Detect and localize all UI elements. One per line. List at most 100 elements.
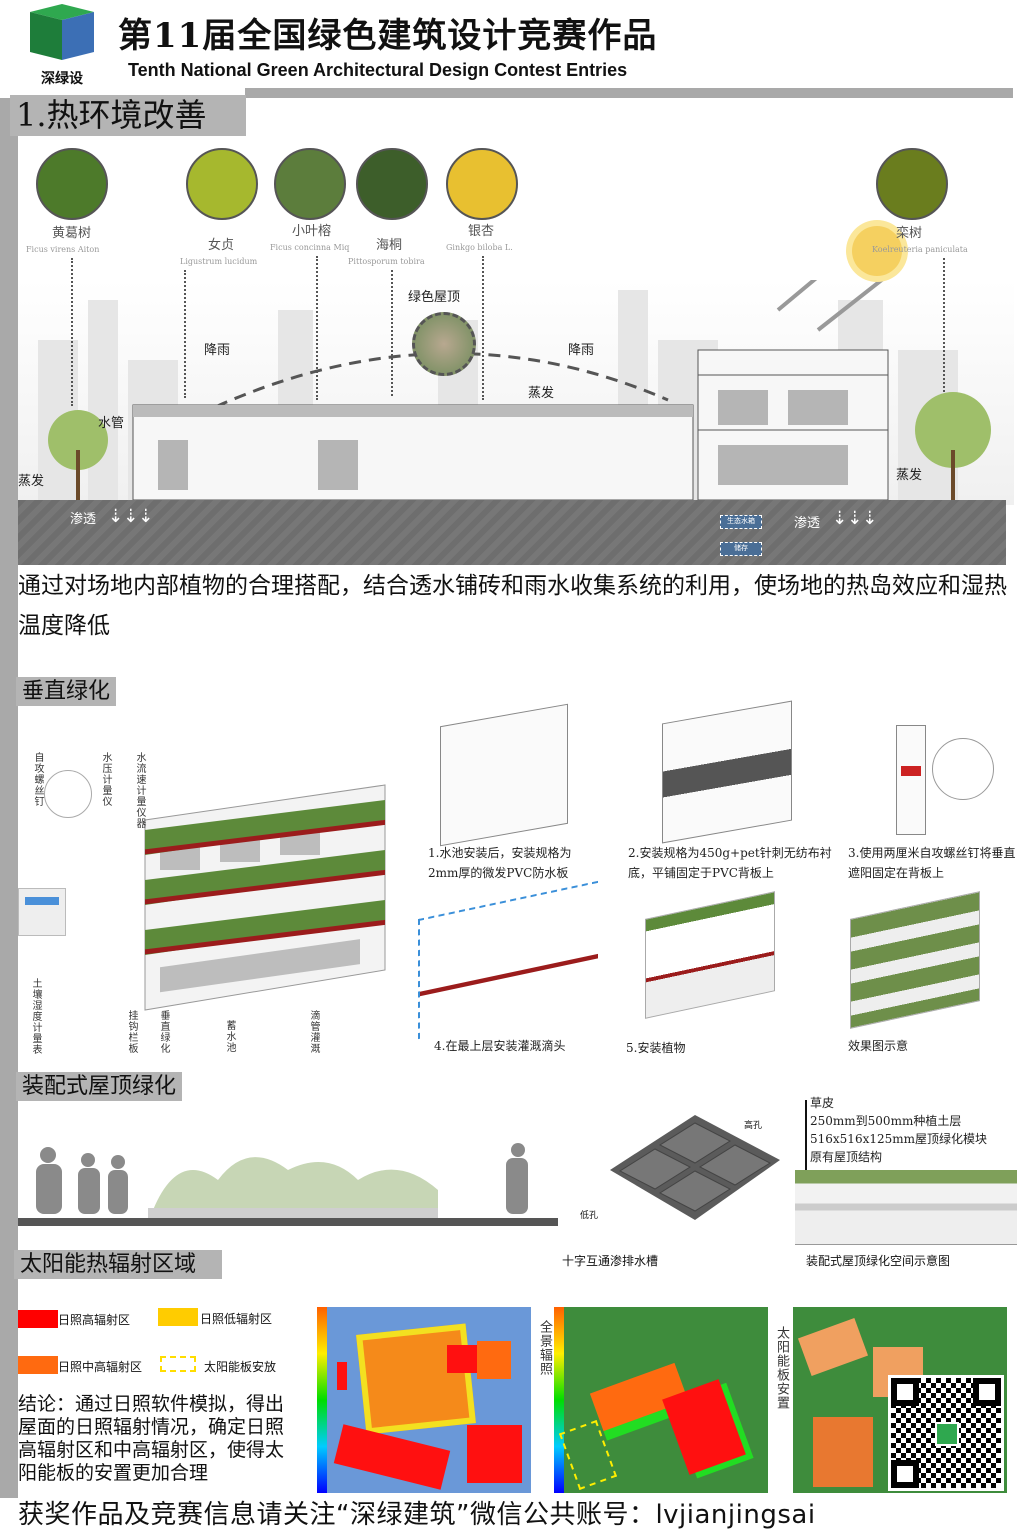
label-rain-right: 降雨 (568, 343, 595, 358)
label-water-tank: 蓄水池 (224, 1020, 235, 1053)
layer-label: 516x516x125mm屋顶绿化模块 (810, 1132, 988, 1146)
step-4-caption: 4.在最上层安装灌溉滴头 (434, 1039, 566, 1053)
tank-box: 生态水箱 (720, 515, 762, 529)
label-water-pipe: 水管 (98, 416, 125, 431)
tree-photo (274, 148, 346, 220)
label-hook-panel: 挂钩栏板 (126, 1010, 137, 1054)
tree-name: 女贞 (208, 238, 235, 253)
tree-pointer (943, 258, 945, 392)
legend-label-panel: 太阳能板安放 (204, 1360, 277, 1374)
label-infiltration-right: 渗透 (794, 516, 821, 531)
screw-detail-circle (44, 770, 92, 818)
step3-diagram (896, 725, 926, 835)
layer-label: 原有屋顶结构 (810, 1150, 883, 1164)
footer-notice: 获奖作品及竞赛信息请关注“深绿建筑”微信公共账号：lvjianjingsai (18, 1500, 816, 1530)
people-silhouettes (18, 1143, 558, 1226)
tree-photo (186, 148, 258, 220)
roof-people-plants (18, 1140, 558, 1230)
legend-swatch-high (18, 1310, 58, 1328)
vertical-facade-diagram (140, 770, 390, 1030)
logo-text: 深绿设 (41, 71, 83, 87)
section-title-solar: 太阳能热辐射区域 (14, 1250, 222, 1280)
tree-photo (876, 148, 948, 220)
step-5-caption: 5.安装植物 (626, 1041, 686, 1055)
infiltration-arrows-icon: ⇣⇣⇣ (108, 506, 154, 527)
logo: 深绿设 (22, 4, 102, 87)
map-label-panorama: 全景辐照 (537, 1320, 552, 1376)
thermal-description: 通过对场地内部植物的合理搭配，结合透水铺砖和雨水收集系统的利用，使场地的热岛效应… (18, 573, 1007, 639)
section-title-roof: 装配式屋顶绿化 (16, 1072, 183, 1102)
tree-latin: Koelreuteria paniculata (872, 245, 968, 254)
effect-caption: 效果图示意 (848, 1039, 909, 1053)
logo-mark-icon (30, 4, 94, 60)
label-flow-meter: 水流速计量仪器 (134, 752, 145, 829)
legend-swatch-low (158, 1308, 198, 1326)
layer-label: 草皮 (810, 1096, 835, 1110)
green-roof-photo (412, 312, 476, 376)
tree-pointer (482, 256, 484, 400)
label-rain-left: 降雨 (204, 343, 231, 358)
tree-pointer (391, 270, 393, 396)
tree-name: 栾树 (896, 226, 923, 241)
left-bar (0, 98, 18, 1498)
label-soil-meter: 土壤湿度计量表 (30, 978, 41, 1055)
label-vertical-green: 垂直绿化 (158, 1010, 169, 1054)
facade-drawing (144, 784, 386, 1011)
tree-pointer (316, 256, 318, 400)
tree-name: 小叶榕 (292, 224, 332, 239)
soil-moisture-meter (18, 888, 66, 936)
step3-screw-detail (932, 738, 994, 800)
tree-pointer (184, 270, 186, 398)
label-drip: 滴管灌溉 (308, 1010, 319, 1054)
section-title-vertical: 垂直绿化 (16, 677, 117, 707)
infiltration-arrows-icon: ⇣⇣⇣ (832, 508, 878, 529)
layer-label: 250mm到500mm种植土层 (810, 1114, 962, 1128)
layer-list: 草皮 250mm到500mm种植土层 516x516x125mm屋顶绿化模块 原… (810, 1094, 987, 1166)
label-pressure-meter: 水压计量仪 (100, 752, 111, 807)
solar-conclusion: 结论：通过日照软件模拟，得出屋面的日照辐射情况，确定日照高辐射区和中高辐射区，使… (18, 1393, 285, 1484)
module-caption: 十字互通渗排水槽 (562, 1254, 659, 1268)
step4-diagram (418, 880, 598, 1040)
section-title-thermal: 1.热环境改善 (10, 95, 246, 136)
label-evaporation-right: 蒸发 (896, 468, 923, 483)
tree-latin: Pittosporum tobira (348, 257, 425, 266)
label-screw: 自攻螺丝钉 (32, 752, 43, 807)
map-label-panel-placement: 太阳能板安置 (774, 1326, 789, 1410)
title-en: Tenth National Green Architectural Desig… (128, 60, 628, 80)
step-2-caption: 2.安装规格为450g+pet针刺无纺布衬底，平铺固定于PVC背板上 (628, 846, 832, 881)
tree-latin: Ficus concinna Miq (270, 243, 350, 252)
sun-icon (852, 226, 902, 276)
tree-latin: Ligustrum lucidum (180, 257, 258, 266)
header-rule (245, 88, 1013, 98)
label-green-roof: 绿色屋顶 (408, 290, 461, 305)
tree-latin: Ficus virens Aiton (26, 245, 100, 254)
tree-name: 银杏 (468, 224, 495, 239)
radiation-map-1 (317, 1307, 531, 1493)
tree-photo (446, 148, 518, 220)
effect-diagram (850, 891, 980, 1029)
step-1-caption: 1.水池安装后，安装规格为2mm厚的微发PVC防水板 (428, 846, 572, 881)
step-3-caption: 3.使用两厘米自攻螺丝钉将垂直遮阳固定在背板上 (848, 846, 1016, 881)
title-cn: 第11届全国绿色建筑设计竞赛作品 (118, 16, 658, 56)
step1-diagram (440, 703, 568, 847)
tree-pointer (71, 258, 73, 406)
skyline (18, 258, 1014, 505)
radiation-map-2 (554, 1307, 768, 1493)
tree-name: 黄葛树 (52, 226, 92, 241)
legend-label-low: 日照低辐射区 (200, 1312, 273, 1326)
section-caption: 装配式屋顶绿化空间示意图 (806, 1254, 951, 1268)
tree-name: 海桐 (376, 238, 403, 253)
legend-label-high: 日照高辐射区 (58, 1313, 131, 1327)
skyline-silhouette (38, 258, 991, 505)
label-low-hole: 低孔 (580, 1211, 599, 1221)
step5-diagram (645, 891, 775, 1019)
storage-box: 储存 (720, 542, 762, 556)
tree-photo (36, 148, 108, 220)
label-evaporation-left: 蒸发 (18, 474, 45, 489)
qr-logo-icon (935, 1422, 959, 1446)
label-evaporation-center: 蒸发 (528, 386, 555, 401)
label-high-hole: 高孔 (744, 1121, 763, 1131)
module-drawing (610, 1115, 780, 1220)
label-infiltration-left: 渗透 (70, 512, 97, 527)
drainage-module (610, 1115, 780, 1225)
